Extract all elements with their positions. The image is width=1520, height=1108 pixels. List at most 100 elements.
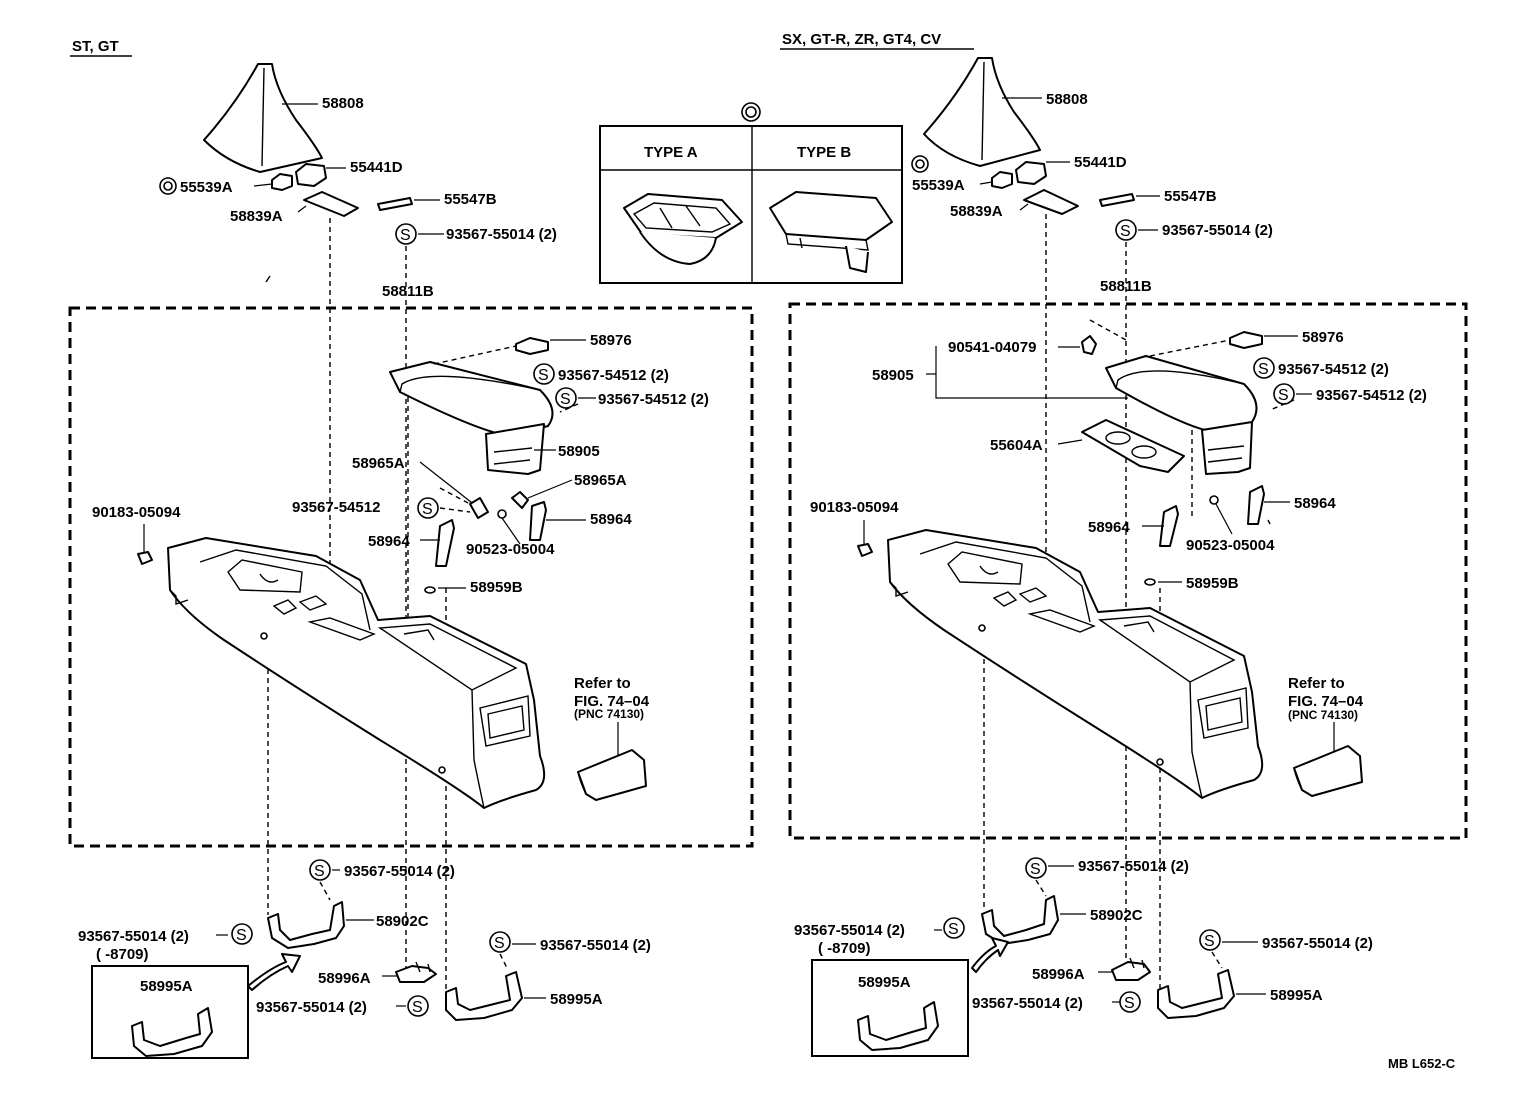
part-label: FIG. 74–04 [1288, 693, 1364, 710]
part-label: 58905 [872, 367, 914, 384]
clip-55547b-left [377, 197, 413, 211]
part-label: (PNC 74130) [574, 707, 644, 721]
bracket-58995a-right [1157, 969, 1235, 1019]
screw-symbol: S [560, 391, 571, 408]
part-label: 58965A [574, 472, 627, 489]
clip-55441d-left [295, 163, 327, 187]
hinge-arm-58964-right-b [1247, 485, 1265, 525]
part-label: 58976 [1302, 329, 1344, 346]
part-label: 90183-05094 [92, 504, 181, 521]
part-label: 58996A [318, 970, 371, 987]
screw-symbol: S [422, 501, 433, 518]
part-label: 93567-54512 [292, 499, 380, 516]
clip-55539a-right [991, 171, 1013, 189]
part-label: 58811B [1100, 278, 1152, 295]
type-b-lid [769, 191, 893, 241]
console-body-left [167, 537, 546, 809]
screw-symbol: S [1278, 387, 1289, 404]
clip-55547b-right [1099, 193, 1135, 207]
part-label: 58839A [230, 208, 283, 225]
part-label: 93567-54512 (2) [598, 391, 709, 408]
left-assembly: 58808 55441D 55539A 58839A 55547B S 9356… [68, 63, 754, 1059]
screw-symbol: S [1258, 361, 1269, 378]
part-label: (PNC 74130) [1288, 708, 1358, 722]
part-label: 90183-05094 [810, 499, 899, 516]
part-label: 58976 [590, 332, 632, 349]
plate-58839a-left [303, 191, 359, 217]
part-label: 93567-55014 (2) [78, 928, 189, 945]
hinge-58976-left [515, 337, 549, 355]
drawing-code: MB L652-C [1388, 1056, 1456, 1071]
part-label: 93567-55014 (2) [540, 937, 651, 954]
hinge-58965a-left-b [511, 491, 529, 509]
part-label: 58808 [1046, 91, 1088, 108]
part-label: 55604A [990, 437, 1043, 454]
bracket-58902c-left [267, 901, 345, 949]
type-selection-box: TYPE A TYPE B [599, 102, 903, 284]
part-label: FIG. 74–04 [574, 693, 650, 710]
screw-symbol: S [1124, 995, 1135, 1012]
screw-symbol: S [1120, 223, 1131, 240]
part-label: 93567-54512 (2) [1316, 387, 1427, 404]
ashtray-right [1293, 745, 1363, 797]
screw-symbol: S [1204, 933, 1215, 950]
clip-90183-left [137, 551, 153, 565]
part-label: 93567-55014 (2) [446, 226, 557, 243]
part-label: 58959B [470, 579, 523, 596]
hinge-arm-58964-left-a [435, 519, 455, 567]
bracket-58902c-right [981, 895, 1059, 945]
part-label: 93567-55014 (2) [794, 922, 905, 939]
part-label: 55547B [444, 191, 497, 208]
part-label: 93567-55014 (2) [344, 863, 455, 880]
part-label: 58811B [382, 283, 434, 300]
clip-55539a-left [271, 173, 293, 191]
part-label: 93567-55014 (2) [972, 995, 1083, 1012]
shift-boot-right [923, 57, 1041, 167]
part-label: 55539A [912, 177, 965, 194]
part-label: ( -8709) [818, 940, 871, 957]
part-label: 58996A [1032, 966, 1085, 983]
part-label: 93567-55014 (2) [1078, 858, 1189, 875]
part-label: 58964 [1294, 495, 1336, 512]
part-label: 58964 [368, 533, 410, 550]
part-label: Refer to [1288, 675, 1345, 692]
hinge-58965a-left-a [469, 497, 489, 519]
part-label: 90523-05004 [1186, 537, 1275, 554]
part-label: 58995A [140, 978, 193, 995]
armrest-lid-right [1105, 355, 1258, 433]
part-label: 58959B [1186, 575, 1239, 592]
part-label: 90523-05004 [466, 541, 555, 558]
part-label: 58902C [376, 913, 429, 930]
armrest-lid-left [389, 361, 554, 437]
screw-symbol: S [412, 999, 423, 1016]
stray-mark [265, 275, 271, 283]
part-label: 93567-54512 (2) [558, 367, 669, 384]
screw-symbol: S [1030, 861, 1041, 878]
clip-58996a-left [395, 965, 437, 983]
hinge-arm-58964-left-b [529, 501, 547, 541]
bracket-58995a-left [445, 971, 523, 1021]
part-label: 58902C [1090, 907, 1143, 924]
stray-mark [1267, 519, 1271, 525]
part-label: 93567-54512 (2) [1278, 361, 1389, 378]
part-label: 55547B [1164, 188, 1217, 205]
type-b-label: TYPE B [797, 144, 851, 161]
part-label: 58995A [858, 974, 911, 991]
part-label: 55441D [350, 159, 403, 176]
cup-tray-55604a-right [1081, 419, 1185, 473]
hinge-58976-right [1229, 331, 1263, 349]
part-label: 58995A [1270, 987, 1323, 1004]
screw-symbol: S [400, 227, 411, 244]
right-assembly: 58808 55441D 55539A 58839A 55547B S 9356… [788, 57, 1468, 1057]
variant-heading-right: SX, GT-R, ZR, GT4, CV [782, 31, 941, 48]
clip-58996a-right [1111, 961, 1151, 981]
variant-heading-left: ST, GT [72, 38, 119, 55]
variant-box-58995a-right [811, 959, 969, 1057]
screw-symbol: S [494, 935, 505, 952]
hinge-arm-58964-right-a [1159, 505, 1179, 547]
clip-90183-right [857, 543, 873, 557]
part-label: ( -8709) [96, 946, 149, 963]
part-label: 58964 [590, 511, 632, 528]
ashtray-left [577, 749, 647, 801]
